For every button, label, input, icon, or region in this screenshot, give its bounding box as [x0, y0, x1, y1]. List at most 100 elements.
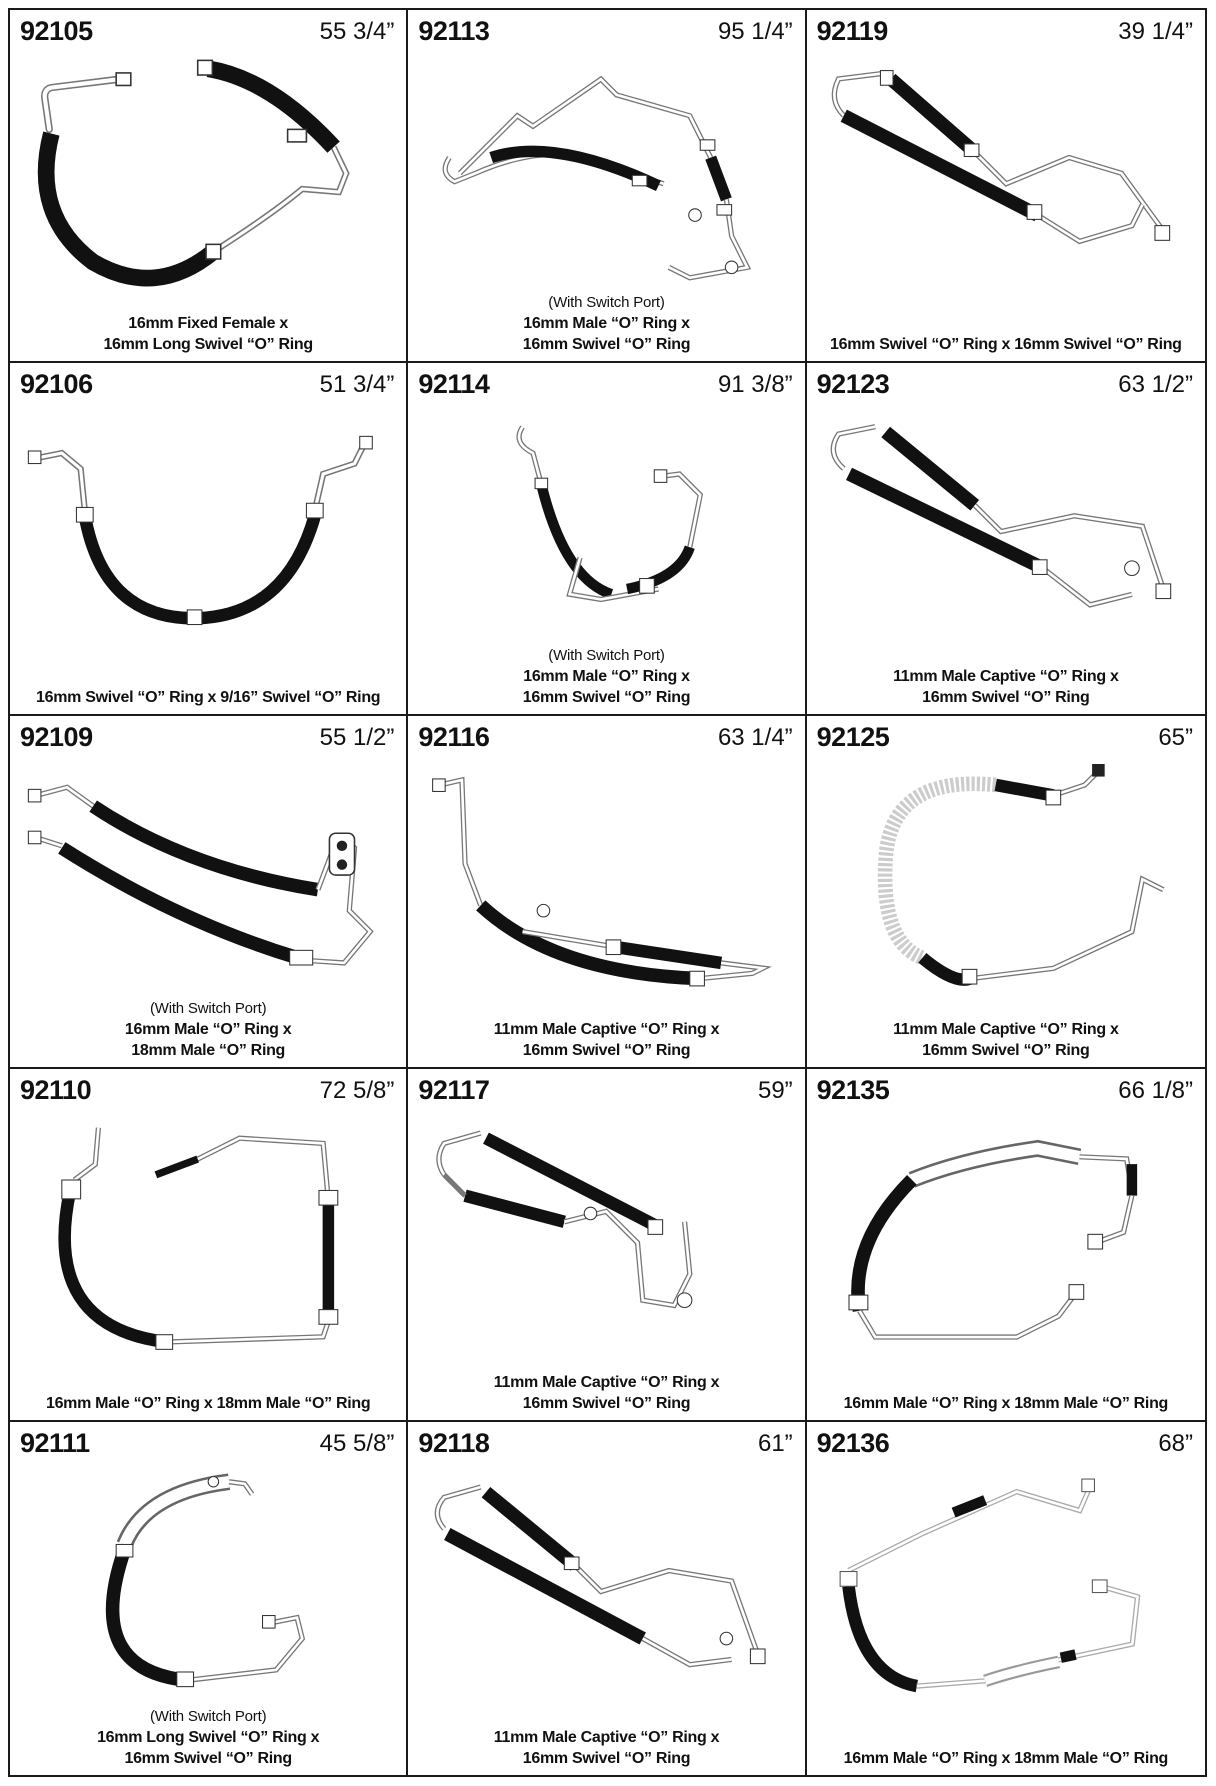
fitting-spec: 16mm Male “O” Ring x 18mm Male “O” Ring [807, 1748, 1205, 1769]
hose-length: 66 1/8” [1118, 1077, 1193, 1104]
fitting-spec-line2: 16mm Long Swivel “O” Ring [103, 336, 313, 353]
part-number: 92111 [20, 1428, 90, 1458]
hose-length: 55 1/2” [319, 724, 395, 751]
fitting-spec-line1: 11mm Male Captive “O” Ring x [493, 1021, 720, 1038]
hose-diagram [418, 411, 794, 652]
hose-diagram [817, 58, 1195, 299]
part-number: 92118 [418, 1428, 490, 1458]
fitting-spec-line1: 11mm Male Captive “O” Ring x [893, 1021, 1119, 1038]
hose-length: 95 1/4” [717, 18, 793, 45]
hose-length: 61” [757, 1430, 793, 1457]
fitting-spec-line2: 16mm Swivel “O” Ring [522, 1395, 691, 1412]
fitting-spec-line2: 16mm Swivel “O” Ring [522, 1042, 691, 1059]
hose-length: 51 3/4” [319, 371, 395, 398]
part-cell: 92111 45 5/8” (With Switch Port) 16mm Long … [10, 1422, 409, 1775]
fitting-spec: (With Switch Port) 16mm Male “O” Ring x 16… [408, 292, 804, 355]
fitting-spec-line1: 16mm Male “O” Ring x 18mm Male “O” Ring [843, 1750, 1169, 1767]
switch-port-note: (With Switch Port) [548, 647, 665, 664]
fitting-spec: 16mm Swivel “O” Ring x 9/16” Swivel “O” … [10, 687, 406, 708]
hose-length: 59” [757, 1077, 793, 1104]
hose-diagram [817, 1470, 1195, 1713]
hose-diagram [418, 58, 794, 299]
part-number: 92113 [418, 16, 490, 46]
hose-length: 45 5/8” [319, 1430, 395, 1457]
fitting-spec-line2: 16mm Swivel “O” Ring [522, 689, 691, 706]
fitting-spec-line2: 16mm Swivel “O” Ring [124, 1750, 292, 1767]
hose-diagram [20, 764, 396, 1005]
fitting-spec-line1: 16mm Swivel “O” Ring x 9/16” Swivel “O” … [36, 689, 381, 706]
part-number: 92105 [20, 16, 93, 46]
fitting-spec-line2: 16mm Swivel “O” Ring [522, 336, 691, 353]
fitting-spec: 16mm Swivel “O” Ring x 16mm Swivel “O” R… [807, 334, 1205, 355]
hose-length: 65” [1158, 724, 1193, 751]
fitting-spec-line2: 18mm Male “O” Ring [131, 1042, 286, 1059]
fitting-spec-line2: 16mm Swivel “O” Ring [922, 689, 1090, 706]
switch-port-note: (With Switch Port) [149, 1708, 267, 1725]
fitting-spec-line1: 11mm Male Captive “O” Ring x [893, 668, 1119, 685]
part-cell: 92105 55 3/4” 16mm Fixed Female x 16mm Long… [10, 10, 409, 363]
fitting-spec-line1: 16mm Male “O” Ring x [523, 668, 690, 685]
part-number: 92109 [20, 722, 93, 752]
hose-length: 72 5/8” [319, 1077, 395, 1104]
part-cell: 92116 63 1/4” 11mm Male Captive “O” Ring x… [408, 716, 807, 1069]
parts-grid: 92105 55 3/4” 16mm Fixed Female x 16mm Long… [8, 8, 1207, 1777]
part-cell: 92125 65” 11mm Male Captive “O” Ring x 16mm… [806, 716, 1205, 1069]
part-cell: 92117 59” 11mm Male Captive “O” Ring x 16mm… [408, 1069, 807, 1422]
hose-diagram [20, 58, 396, 299]
hose-diagram [817, 764, 1195, 1005]
hose-length: 68” [1158, 1430, 1193, 1457]
fitting-spec: 16mm Male “O” Ring x 18mm Male “O” Ring [10, 1393, 406, 1414]
part-cell: 92136 68” 16mm Male “O” Ring x 18mm Male “… [806, 1422, 1205, 1775]
hose-length: 63 1/2” [1118, 371, 1193, 398]
part-cell: 92135 66 1/8” 16mm Male “O” Ring x 18mm Ma… [806, 1069, 1205, 1422]
fitting-spec-line1: 16mm Male “O” Ring x 18mm Male “O” Ring [45, 1395, 371, 1412]
fitting-spec: 11mm Male Captive “O” Ring x 16mm Swivel … [807, 1019, 1205, 1061]
hose-diagram [20, 1470, 396, 1713]
part-number: 92116 [418, 722, 490, 752]
switch-port-note: (With Switch Port) [149, 1000, 267, 1017]
fitting-spec-line1: 11mm Male Captive “O” Ring x [493, 1374, 720, 1391]
hose-diagram [418, 1117, 794, 1358]
hose-length: 63 1/4” [717, 724, 793, 751]
part-cell: 92118 61” 11mm Male Captive “O” Ring x 16mm… [408, 1422, 807, 1775]
fitting-spec-line1: 16mm Fixed Female x [128, 315, 289, 332]
part-cell: 92110 72 5/8” 16mm Male “O” Ring x 18mm Ma… [10, 1069, 409, 1422]
hose-diagram [418, 764, 794, 1005]
part-number: 92135 [816, 1075, 890, 1105]
part-number: 92110 [20, 1075, 92, 1105]
hose-length: 55 3/4” [319, 18, 395, 45]
fitting-spec: 11mm Male Captive “O” Ring x 16mm Swivel … [408, 1019, 804, 1061]
hose-diagram [20, 1117, 396, 1358]
fitting-spec-line2: 16mm Swivel “O” Ring [522, 1750, 691, 1767]
part-number: 92123 [816, 369, 890, 399]
fitting-spec: 11mm Male Captive “O” Ring x 16mm Swivel … [408, 1727, 804, 1769]
fitting-spec: 16mm Male “O” Ring x 18mm Male “O” Ring [807, 1393, 1205, 1414]
fitting-spec: 11mm Male Captive “O” Ring x 16mm Swivel … [408, 1372, 804, 1414]
fitting-spec: (With Switch Port) 16mm Long Swivel “O” R… [10, 1706, 406, 1769]
part-number: 92119 [816, 16, 889, 46]
hose-length: 39 1/4” [1118, 18, 1193, 45]
fitting-spec: (With Switch Port) 16mm Male “O” Ring x 18… [10, 998, 406, 1061]
switch-port-note: (With Switch Port) [548, 294, 665, 311]
part-cell: 92119 39 1/4” 16mm Swivel “O” Ring x 16mm … [806, 10, 1205, 363]
fitting-spec-line1: 16mm Male “O” Ring x [523, 315, 690, 332]
part-number: 92136 [816, 1428, 890, 1458]
hose-length: 91 3/8” [717, 371, 793, 398]
fitting-spec-line1: 16mm Male “O” Ring x [124, 1021, 292, 1038]
fitting-spec: (With Switch Port) 16mm Male “O” Ring x 16… [408, 645, 804, 708]
fitting-spec-line1: 16mm Long Swivel “O” Ring x [97, 1729, 320, 1746]
hose-diagram [817, 1117, 1195, 1358]
fitting-spec: 11mm Male Captive “O” Ring x 16mm Swivel … [807, 666, 1205, 708]
fitting-spec-line1: 16mm Male “O” Ring x 18mm Male “O” Ring [843, 1395, 1169, 1412]
part-number: 92117 [418, 1075, 490, 1105]
fitting-spec-line1: 16mm Swivel “O” Ring x 16mm Swivel “O” R… [830, 336, 1182, 353]
part-cell: 92113 95 1/4” (With Switch Port) 16mm Male … [408, 10, 807, 363]
hose-diagram [418, 1470, 794, 1713]
fitting-spec: 16mm Fixed Female x 16mm Long Swivel “O” … [10, 313, 406, 355]
fitting-spec-line1: 11mm Male Captive “O” Ring x [493, 1729, 720, 1746]
part-number: 92125 [816, 722, 890, 752]
part-cell: 92109 55 1/2” (With Switch Port) 16mm Male … [10, 716, 409, 1069]
fitting-spec-line2: 16mm Swivel “O” Ring [922, 1042, 1090, 1059]
